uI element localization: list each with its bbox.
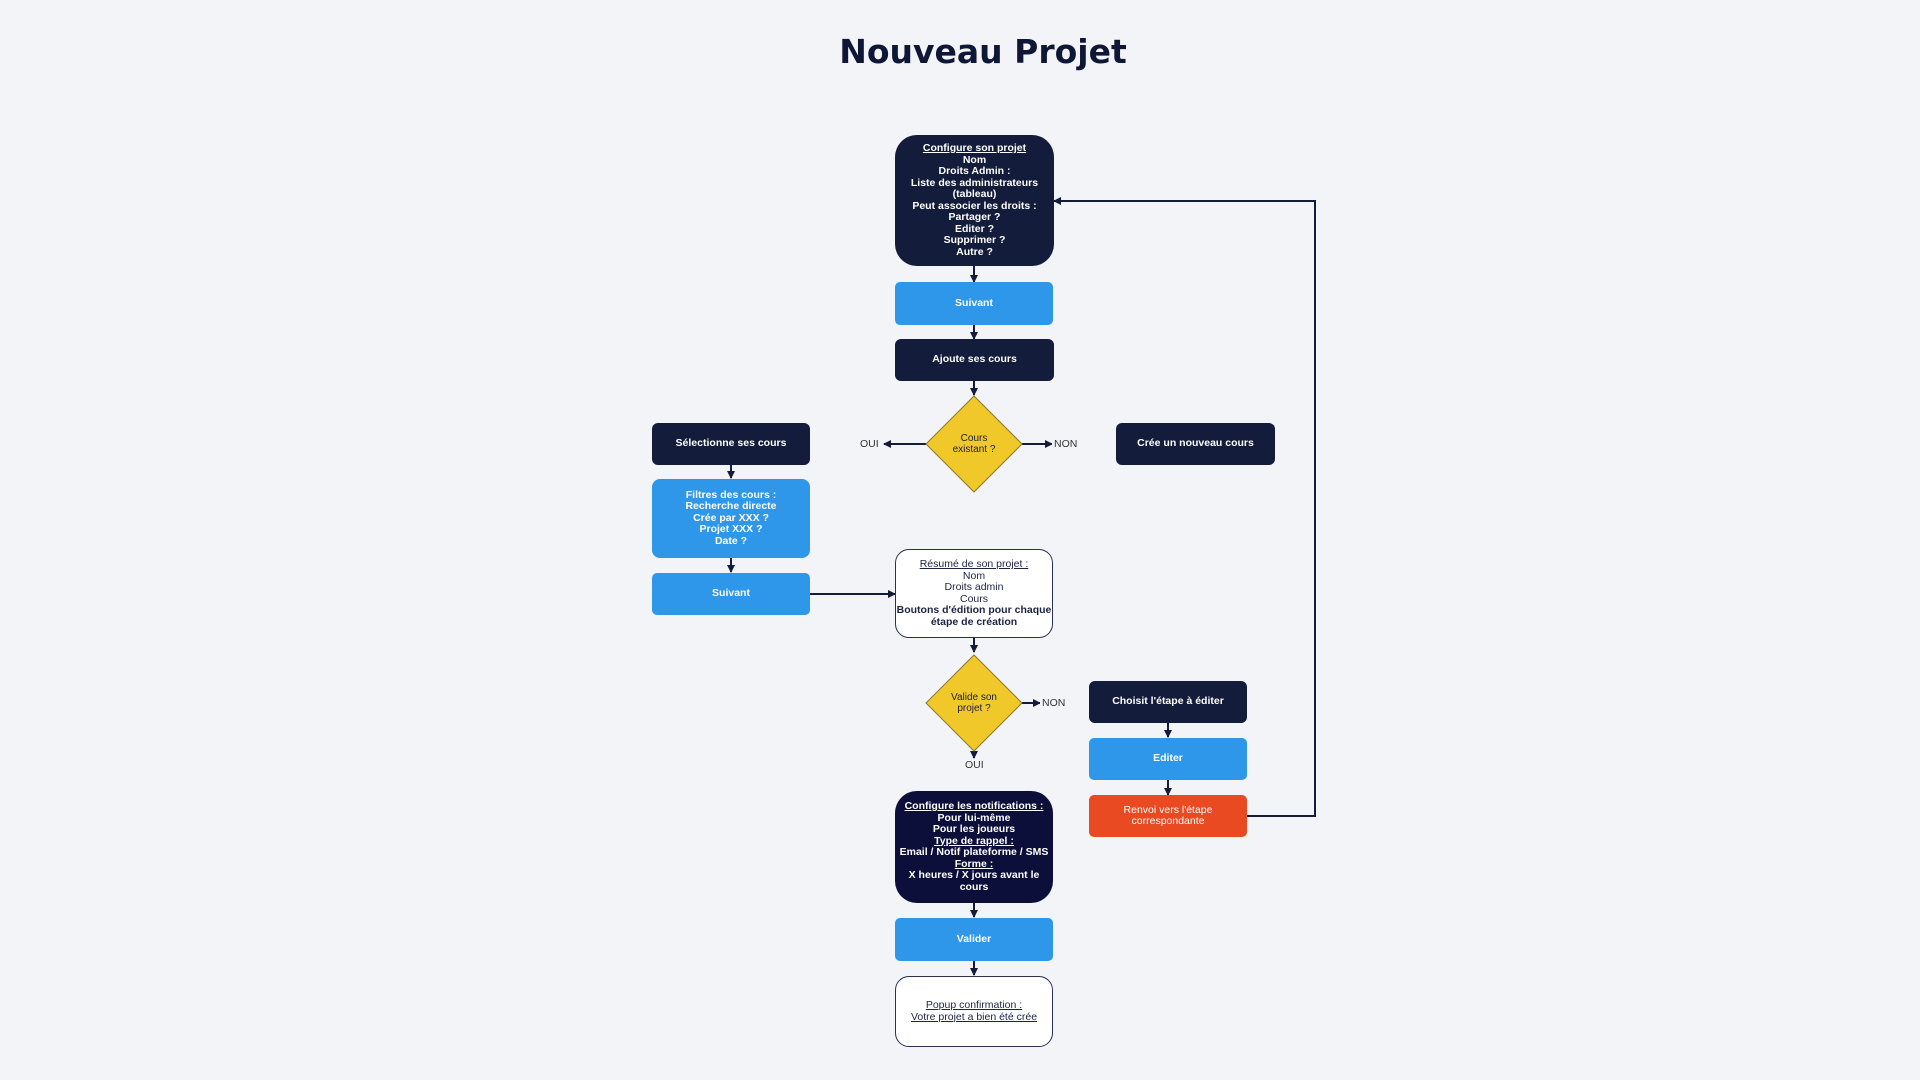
valide-projet-line: Valide son [951, 692, 997, 703]
node-resume-projet: Résumé de son projet : Nom Droits admin … [895, 549, 1053, 638]
resume-line: Cours [959, 592, 988, 605]
suivant-1-label: Suivant [955, 296, 993, 309]
configure-line: Liste des administrateurs [910, 176, 1039, 189]
filtres-line: Filtres des cours : [685, 488, 777, 501]
configure-line: Supprimer ? [943, 234, 1006, 246]
label-oui-2: OUI [963, 759, 986, 771]
cours-existant-line: Cours [960, 433, 988, 444]
resume-line: Droits admin [944, 581, 1004, 593]
decision-valide-projet [925, 654, 1023, 752]
ajoute-cours-label: Ajoute ses cours [932, 353, 1017, 366]
resume-heading: Résumé de son projet : [919, 558, 1029, 570]
node-configure-projet: Configure son projet Nom Droits Admin : … [895, 135, 1054, 266]
node-choisit-etape: Choisit l'étape à éditer [1089, 681, 1247, 723]
cours-existant-line: existant ? [952, 444, 996, 455]
configure-heading: Configure son projet [922, 142, 1027, 154]
configure-line: Editer ? [954, 222, 995, 235]
popup-line: Popup confirmation : [925, 999, 1023, 1011]
notifications-forme-heading: Forme : [954, 857, 994, 870]
node-ajoute-cours: Ajoute ses cours [895, 339, 1054, 381]
configure-line: Droits Admin : [938, 165, 1011, 177]
label-non-1: NON [1052, 438, 1080, 450]
configure-line: Peut associer les droits : [912, 199, 1037, 212]
notifications-forme-line: X heures / X jours avant le cours [908, 869, 1040, 893]
configure-line: Partager ? [948, 211, 1001, 223]
label-non-2: NON [1040, 697, 1068, 709]
resume-bold-line: étape de création [930, 615, 1018, 628]
resume-bold-line: Boutons d'édition pour chaque [896, 604, 1052, 616]
renvoi-line: Renvoi vers l'étape [1123, 803, 1213, 816]
node-cree-nouveau-cours: Crée un nouveau cours [1116, 423, 1275, 465]
filtres-line: Recherche directe [685, 500, 777, 513]
node-suivant-1: Suivant [895, 282, 1053, 325]
configure-line: Autre ? [956, 245, 993, 258]
suivant-2-label: Suivant [712, 587, 750, 600]
label-oui-1: OUI [858, 438, 881, 450]
cours-existant-label: Cours existant ? [934, 426, 1014, 462]
choisit-etape-label: Choisit l'étape à éditer [1112, 695, 1224, 708]
selectionne-label: Sélectionne ses cours [675, 437, 787, 450]
valide-projet-label: Valide son projet ? [934, 685, 1014, 721]
filtres-line: Projet XXX ? [699, 523, 763, 536]
editer-label: Editer [1153, 752, 1183, 765]
node-popup-confirmation: Popup confirmation : Votre projet a bien… [895, 976, 1053, 1047]
popup-line: Votre projet a bien été crée [910, 1010, 1038, 1023]
notifications-rappel-heading: Type de rappel : [934, 834, 1014, 847]
valide-projet-line: projet ? [957, 703, 991, 714]
notifications-line: Pour les joueurs [932, 823, 1016, 835]
notifications-rappel-line: Email / Notif plateforme / SMS [899, 846, 1049, 858]
node-editer: Editer [1089, 738, 1247, 780]
node-suivant-2: Suivant [652, 573, 810, 615]
configure-line: (tableau) [952, 188, 997, 200]
notifications-heading: Configure les notifications : [904, 800, 1044, 812]
node-valider: Valider [895, 918, 1053, 961]
node-configure-notifications: Configure les notifications : Pour lui-m… [895, 791, 1053, 903]
page-title: Nouveau Projet [839, 32, 1127, 71]
node-filtres-cours: Filtres des cours : Recherche directe Cr… [652, 479, 810, 558]
cree-nouveau-label: Crée un nouveau cours [1137, 437, 1254, 450]
filtres-line: Date ? [714, 534, 748, 547]
valider-label: Valider [956, 932, 992, 945]
notifications-line: Pour lui-même [937, 811, 1011, 824]
edge-renvoi-loop [1053, 197, 1316, 817]
filtres-line: Crée par XXX ? [693, 511, 769, 524]
configure-line: Nom [962, 153, 987, 166]
node-selectionne-cours: Sélectionne ses cours [652, 423, 810, 465]
renvoi-line: correspondante [1131, 815, 1205, 827]
node-renvoi-etape: Renvoi vers l'étape correspondante [1089, 795, 1247, 837]
decision-cours-existant [925, 395, 1023, 493]
resume-line: Nom [962, 569, 986, 582]
